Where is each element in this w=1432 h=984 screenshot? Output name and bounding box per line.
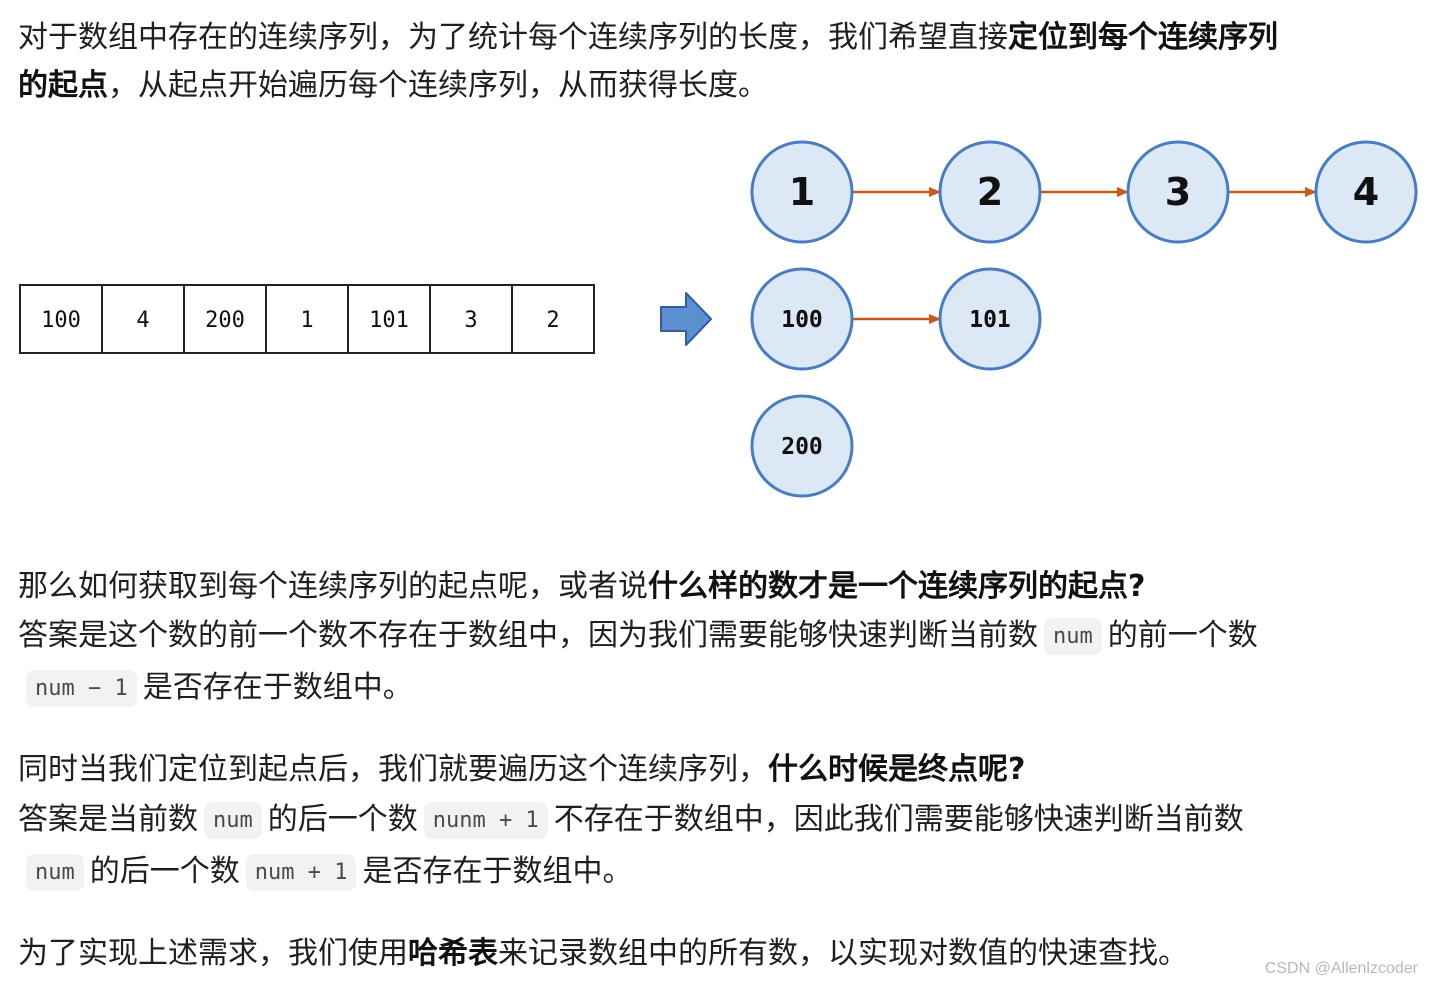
section3-text-2: 答案是当前数	[18, 802, 198, 837]
watermark: CSDN @Allenlzcoder	[1264, 960, 1418, 977]
section2-text-2: 答案是这个数的前一个数不存在于数组中，因为我们需要能够快速判断当前数	[18, 618, 1038, 653]
sequence-node	[938, 267, 1042, 371]
section3-text-5: 的后一个数	[89, 854, 240, 889]
code-nunm-plus-1: nunm + 1	[423, 802, 548, 839]
intro-bold-1: 定位到每个连续序列	[1008, 20, 1278, 55]
intro-line-2: 的起点，从起点开始遍历每个连续序列，从而获得长度。	[18, 62, 1418, 110]
section2-text: 那么如何获取到每个连续序列的起点呢，或者说	[18, 569, 648, 604]
section4-text-2: 来记录数组中的所有数，以实现对数值的快速查找。	[498, 936, 1188, 971]
section3-text-4: 不存在于数组中，因此我们需要能够快速判断当前数	[553, 802, 1244, 837]
code-num-minus-1: num − 1	[26, 670, 137, 707]
section3-line-1: 同时当我们定位到起点后，我们就要遍历这个连续序列，什么时候是终点呢?	[18, 746, 1418, 794]
intro-bold-2: 的起点	[18, 68, 108, 103]
sequence-node-label: 4	[1353, 170, 1379, 214]
section2-bold: 什么样的数才是一个连续序列的起点?	[648, 569, 1146, 604]
section3-bold: 什么时候是终点呢?	[768, 752, 1026, 787]
code-num: num	[1044, 618, 1102, 655]
array-cell	[511, 284, 595, 354]
sequence-node-label: 101	[969, 307, 1011, 333]
array-cell-value: 4	[136, 308, 149, 333]
array-cell-value: 3	[464, 308, 477, 333]
sequence-node	[750, 140, 854, 244]
array-cell	[19, 284, 103, 354]
sequence-node-label: 1	[789, 170, 815, 214]
code-num-plus-1: num + 1	[245, 854, 357, 891]
code-num: num	[26, 854, 84, 891]
array-cell-value: 101	[369, 308, 409, 333]
intro-line-1: 对于数组中存在的连续序列，为了统计每个连续序列的长度，我们希望直接定位到每个连续…	[18, 14, 1418, 62]
section2-text-3: 的前一个数	[1107, 618, 1258, 653]
sequence-node	[1126, 140, 1230, 244]
section4-text: 为了实现上述需求，我们使用	[18, 936, 408, 971]
sequence-node-label: 200	[781, 434, 823, 460]
array-cell-value: 200	[205, 308, 245, 333]
sequence-node-label: 3	[1165, 170, 1191, 214]
array-cell	[347, 284, 431, 354]
sequence-node-label: 2	[977, 170, 1003, 214]
sequence-node	[1314, 140, 1418, 244]
section3-text-6: 是否存在于数组中。	[362, 854, 633, 889]
sequence-node	[938, 140, 1042, 244]
sequence-node	[750, 394, 854, 498]
input-array: 100 4 200 1 101 3 2	[19, 284, 595, 354]
array-cell	[183, 284, 267, 354]
array-cell	[101, 284, 185, 354]
array-cell-value: 100	[41, 308, 81, 333]
section4-line: 为了实现上述需求，我们使用哈希表来记录数组中的所有数，以实现对数值的快速查找。	[18, 930, 1418, 978]
array-cell	[429, 284, 513, 354]
array-cell-value: 1	[300, 308, 313, 333]
intro-text-2: ，从起点开始遍历每个连续序列，从而获得长度。	[108, 68, 768, 103]
array-cell-value: 2	[546, 308, 559, 333]
transform-arrow-icon	[660, 292, 712, 346]
section2-line-1: 那么如何获取到每个连续序列的起点呢，或者说什么样的数才是一个连续序列的起点?	[18, 563, 1418, 611]
section3-text-3: 的后一个数	[267, 802, 418, 837]
section4-bold: 哈希表	[408, 936, 498, 971]
sequence-chains: 1 2 3 4 100 101 200	[750, 140, 1418, 498]
sequence-node-label: 100	[781, 307, 823, 333]
sequence-diagram: 100 4 200 1 101 3 2 1 2 3 4 100 101 200	[19, 140, 1418, 498]
section2-text-4: 是否存在于数组中。	[142, 670, 413, 705]
intro-text: 对于数组中存在的连续序列，为了统计每个连续序列的长度，我们希望直接	[18, 20, 1008, 55]
code-num: num	[204, 802, 262, 839]
sequence-node	[750, 267, 854, 371]
section3-text: 同时当我们定位到起点后，我们就要遍历这个连续序列，	[18, 752, 768, 787]
